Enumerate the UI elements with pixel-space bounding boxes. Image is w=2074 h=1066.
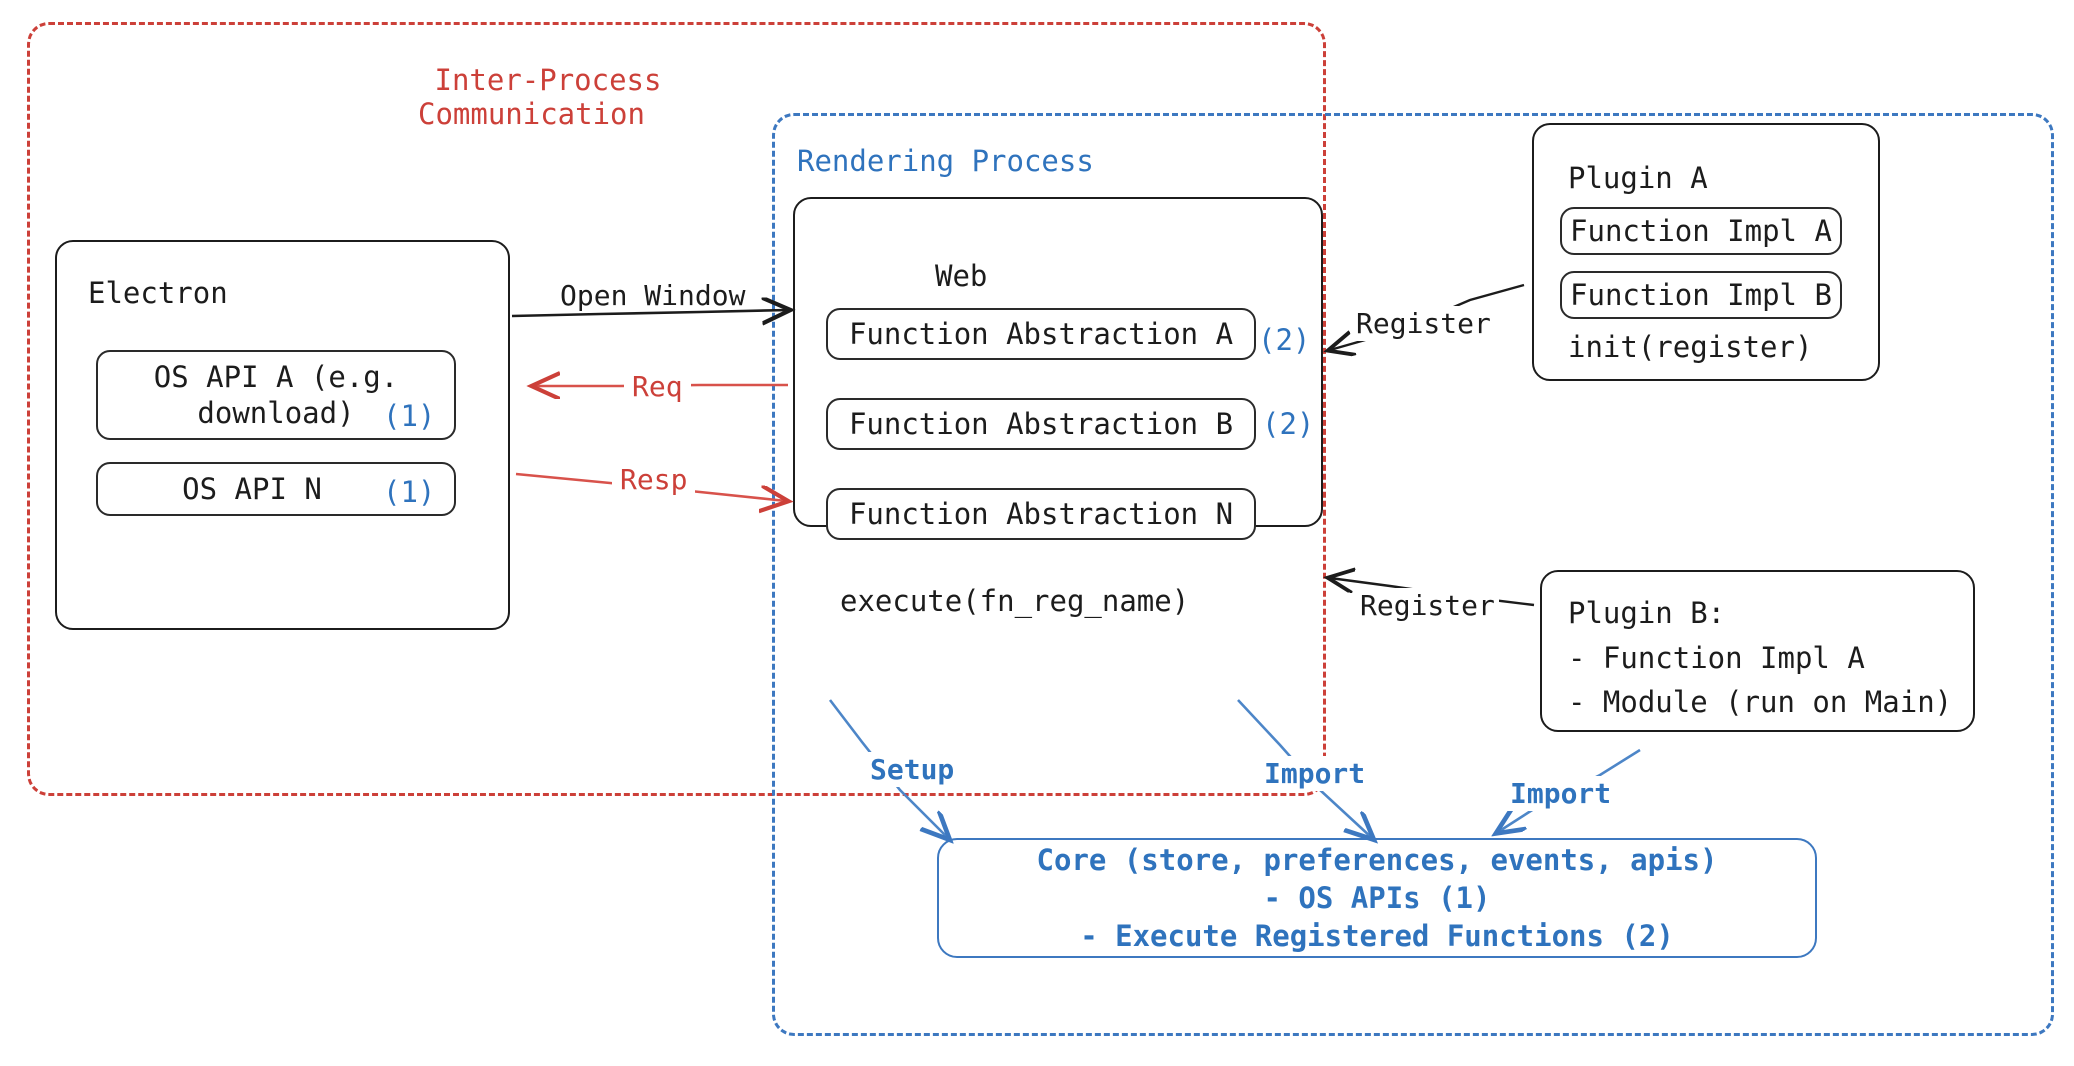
plugin-b-title: Plugin B: (1568, 596, 1726, 630)
os-api-a-label: OS API A (e.g. download) (153, 359, 399, 430)
arrow-label-import-plugin-b: Import (1504, 776, 1618, 811)
core-line-3: - Execute Registered Functions (2) (1080, 919, 1674, 954)
function-abstraction-a-marker: (2) (1258, 323, 1311, 357)
arrow-label-req: Req (624, 369, 691, 404)
core-line-2: - OS APIs (1) (1263, 880, 1491, 915)
web-box (793, 197, 1323, 527)
plugin-b-item-function-impl-a: - Function Impl A (1568, 641, 1865, 675)
arrow-label-resp: Resp (612, 462, 696, 497)
plugin-a-function-impl-b-box: Function Impl B (1560, 271, 1842, 319)
function-abstraction-n-box: Function Abstraction N (826, 488, 1256, 540)
function-abstraction-b-box: Function Abstraction B (826, 398, 1256, 450)
core-box: Core (store, preferences, events, apis) … (937, 838, 1817, 958)
function-abstraction-n-label: Function Abstraction N (848, 496, 1234, 531)
arrow-label-setup: Setup (864, 752, 961, 787)
plugin-a-function-impl-a-label: Function Impl A (1570, 213, 1832, 248)
web-execute-label: execute(fn_reg_name) (840, 584, 1190, 618)
arrow-label-register-plugin-a: Register (1352, 306, 1495, 341)
os-api-n-box: OS API N (96, 462, 456, 516)
function-abstraction-b-label: Function Abstraction B (848, 406, 1234, 441)
plugin-b-item-module: - Module (run on Main) (1568, 685, 1953, 719)
os-api-n-marker: (1) (383, 475, 436, 509)
group-label-rendering-process: Rendering Process (797, 144, 1094, 178)
function-abstraction-b-marker: (2) (1262, 407, 1315, 441)
function-abstraction-a-box: Function Abstraction A (826, 308, 1256, 360)
plugin-a-function-impl-a-box: Function Impl A (1560, 207, 1842, 255)
plugin-b-box (1540, 570, 1975, 732)
group-rendering-process (772, 113, 2054, 1036)
electron-title: Electron (88, 276, 228, 310)
arrow-label-register-plugin-b: Register (1356, 588, 1499, 623)
group-label-ipc-line1: Inter-Process (434, 63, 662, 97)
plugin-a-function-impl-b-label: Function Impl B (1570, 277, 1832, 312)
os-api-a-marker: (1) (383, 399, 436, 433)
arrow-label-import-web: Import (1258, 756, 1372, 791)
plugin-a-title: Plugin A (1568, 161, 1708, 195)
arrow-label-open-window: Open Window (560, 279, 746, 312)
plugin-a-init-label: init(register) (1568, 330, 1813, 364)
web-title: Web (935, 259, 988, 293)
os-api-a-box: OS API A (e.g. download) (96, 350, 456, 440)
group-label-ipc-line2: Communication (418, 97, 645, 131)
core-line-1: Core (store, preferences, events, apis) (1036, 842, 1718, 877)
os-api-n-label: OS API N (182, 471, 322, 506)
function-abstraction-a-label: Function Abstraction A (848, 316, 1234, 351)
group-inter-process-communication (27, 22, 1326, 796)
